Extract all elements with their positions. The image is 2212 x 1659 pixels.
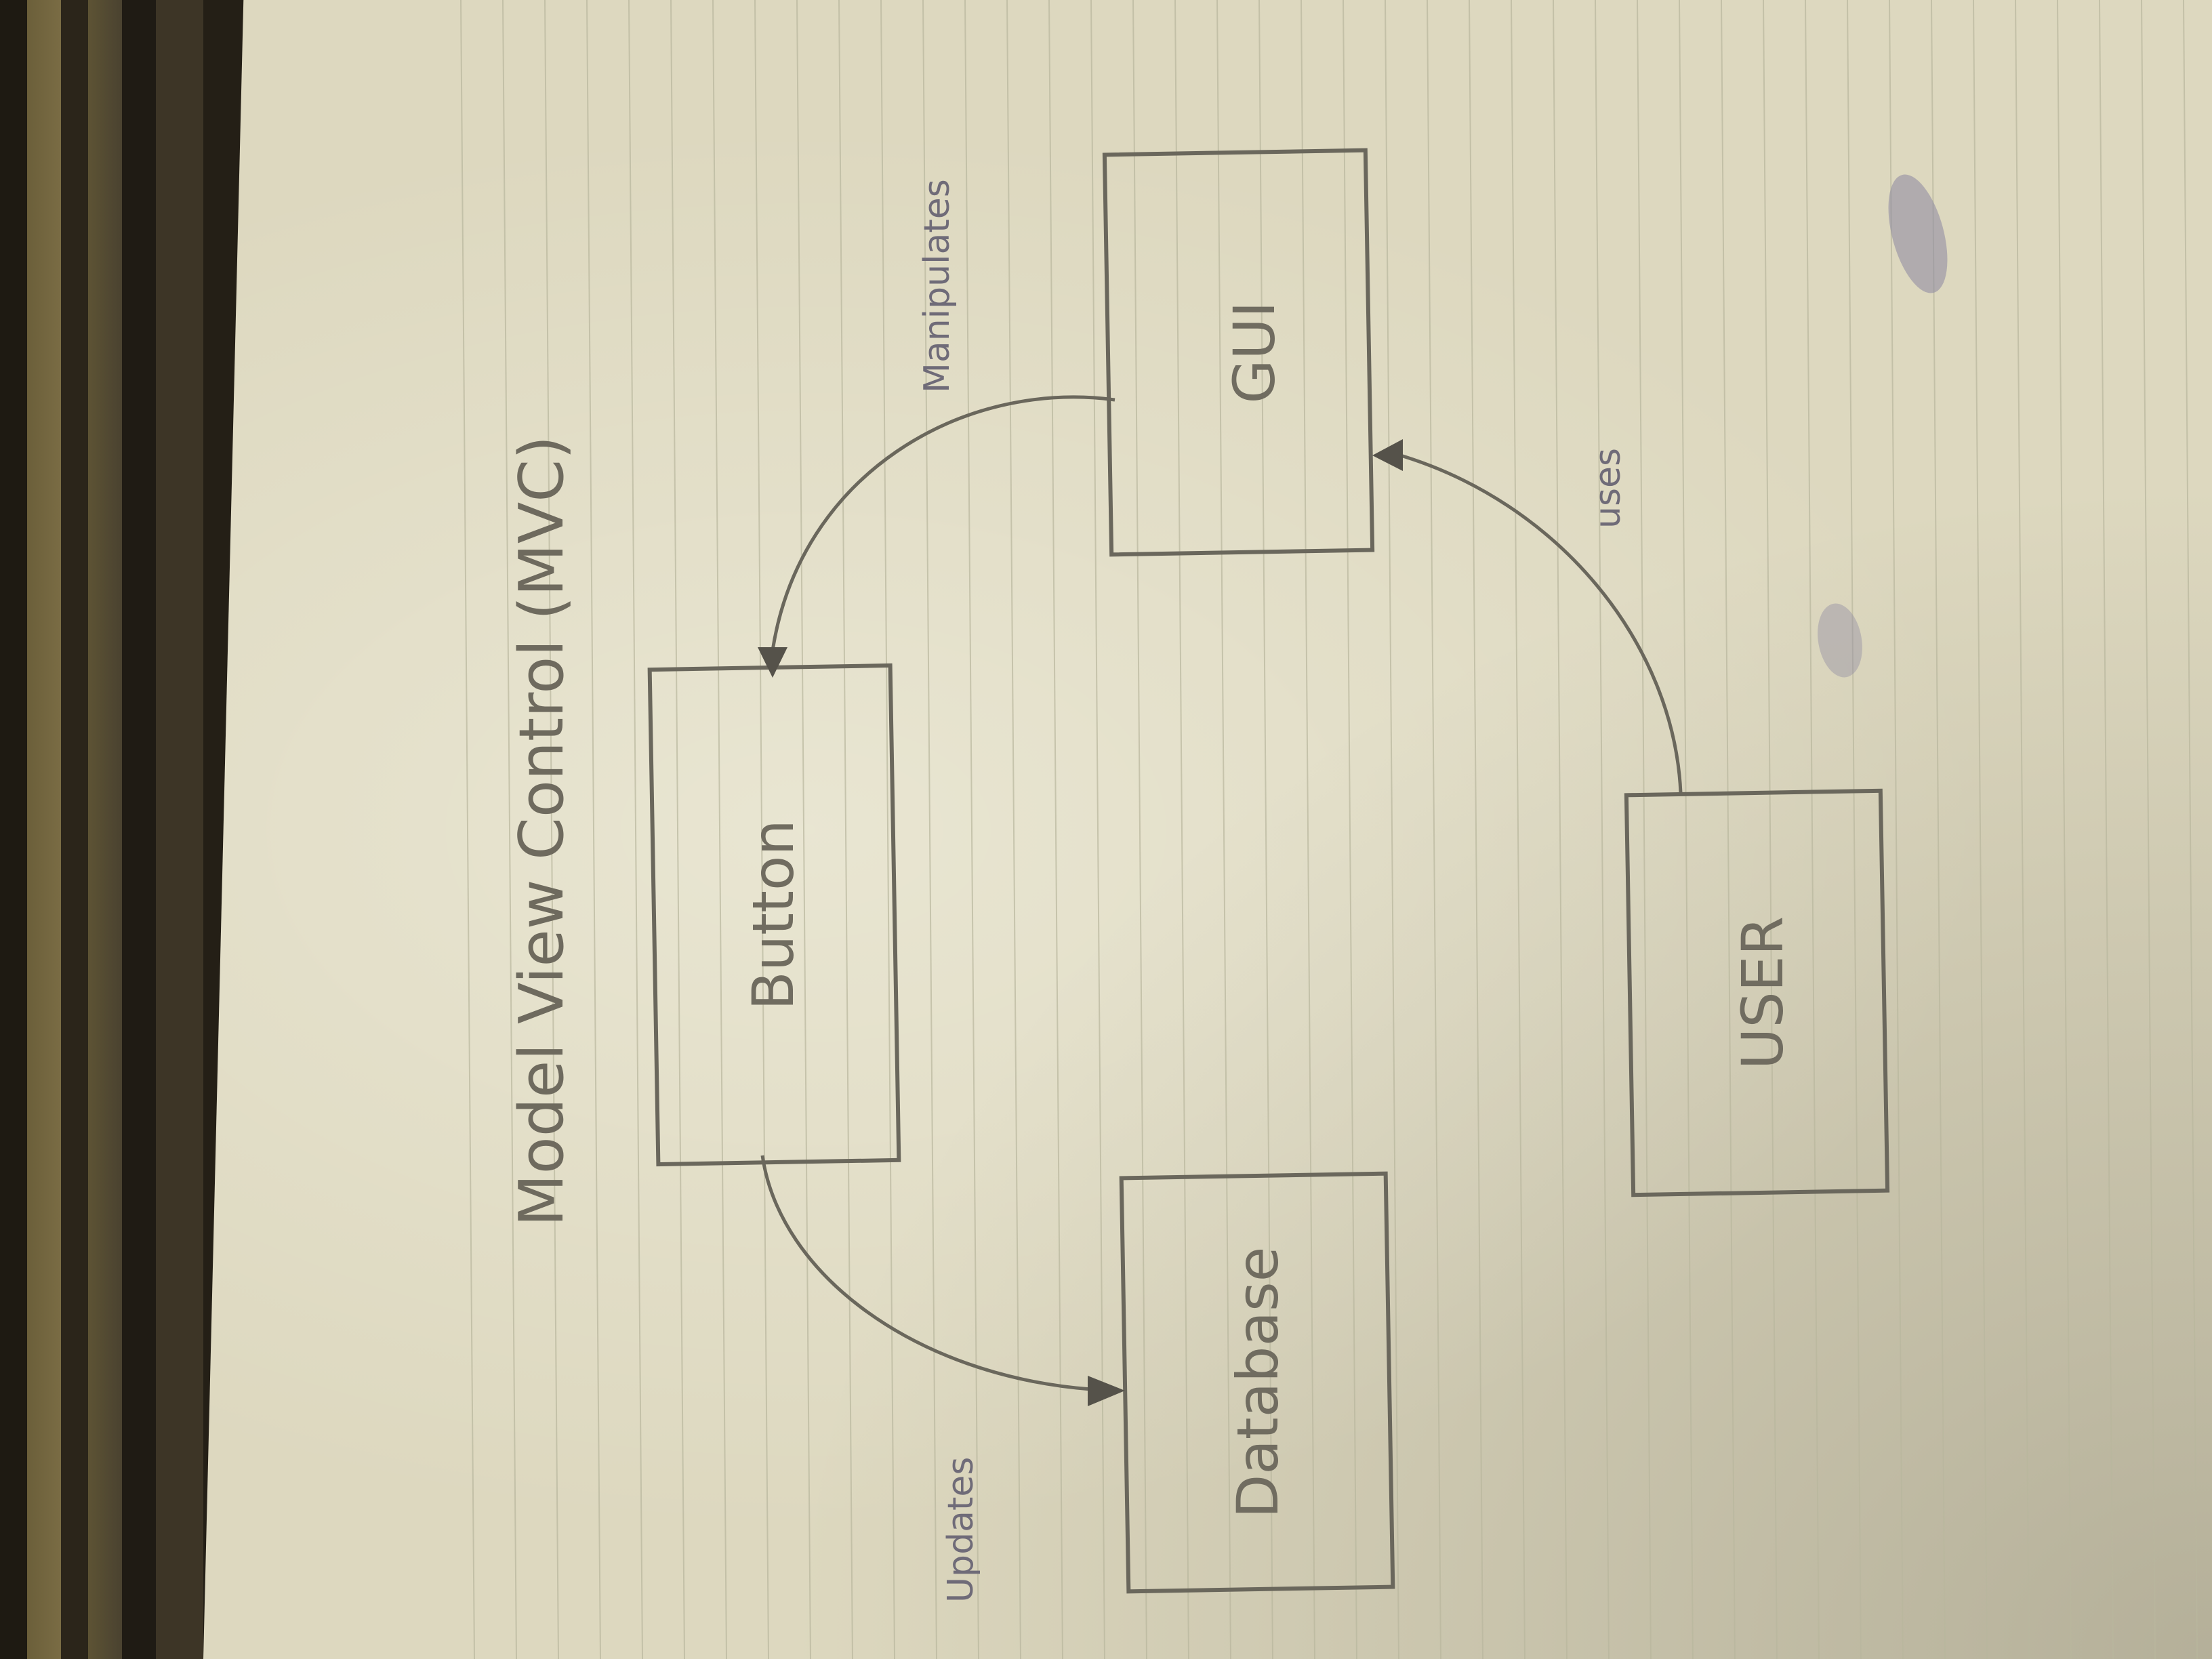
ruled-line (712, 0, 727, 1659)
ruled-line (586, 0, 601, 1659)
ruled-line (1805, 0, 1820, 1659)
ruled-line (2141, 0, 2156, 1659)
ruled-line (2099, 0, 2114, 1659)
ruled-line (1679, 0, 1694, 1659)
node-label-user: USER (1729, 916, 1796, 1069)
ruled-line (670, 0, 685, 1659)
edge-label-updates: Updates (941, 1457, 981, 1603)
ruled-line (544, 0, 559, 1659)
ruled-line (1427, 0, 1441, 1659)
ruled-line (1258, 0, 1273, 1659)
fabric-background (0, 0, 244, 1659)
ruled-line (460, 0, 475, 1659)
ruled-line (1343, 0, 1357, 1659)
ruled-line (1469, 0, 1483, 1659)
ruled-line (1595, 0, 1610, 1659)
ruled-line (2183, 0, 2198, 1659)
ruled-line (754, 0, 769, 1659)
paper-smudges (1818, 174, 1948, 678)
ruled-line (1006, 0, 1021, 1659)
node-database: Database (1119, 1171, 1395, 1594)
ruled-line (838, 0, 853, 1659)
node-user: USER (1624, 788, 1890, 1197)
node-label-database: Database (1225, 1247, 1291, 1519)
ruled-line (502, 0, 517, 1659)
ruled-line (1048, 0, 1063, 1659)
ruled-line (1511, 0, 1525, 1659)
ruled-line (1300, 0, 1315, 1659)
node-label-gui: GUI (1221, 301, 1288, 403)
ruled-line (1763, 0, 1778, 1659)
ruled-line (1637, 0, 1652, 1659)
ruled-line (922, 0, 937, 1659)
ruled-line (1216, 0, 1231, 1659)
ruled-line (880, 0, 895, 1659)
edge-label-uses: uses (1588, 448, 1629, 529)
notebook-paper (203, 0, 2212, 1659)
ruled-line (964, 0, 979, 1659)
edge-button-database: Updates (760, 1155, 1125, 1603)
ruled-line (1889, 0, 1904, 1659)
edge-label-manipulates: Manipulates (917, 179, 958, 393)
ruled-line (1847, 0, 1862, 1659)
edge-user-gui: uses (1372, 439, 1683, 794)
diagram-title: Model View Control (MVC) (506, 436, 577, 1227)
node-button: Button (647, 663, 901, 1167)
ruled-line (1553, 0, 1568, 1659)
ruled-line (796, 0, 811, 1659)
ruled-line (2015, 0, 2030, 1659)
ruled-line (1174, 0, 1189, 1659)
node-gui: GUI (1102, 148, 1375, 557)
ruled-line (1721, 0, 1736, 1659)
ruled-lines (460, 0, 2198, 1659)
ruled-line (628, 0, 643, 1659)
ruled-line (1973, 0, 1988, 1659)
ruled-line (2057, 0, 2072, 1659)
ruled-line (1132, 0, 1147, 1659)
ruled-line (1385, 0, 1399, 1659)
edge-gui-button: Manipulates (758, 179, 1115, 678)
node-label-button: Button (740, 819, 806, 1010)
